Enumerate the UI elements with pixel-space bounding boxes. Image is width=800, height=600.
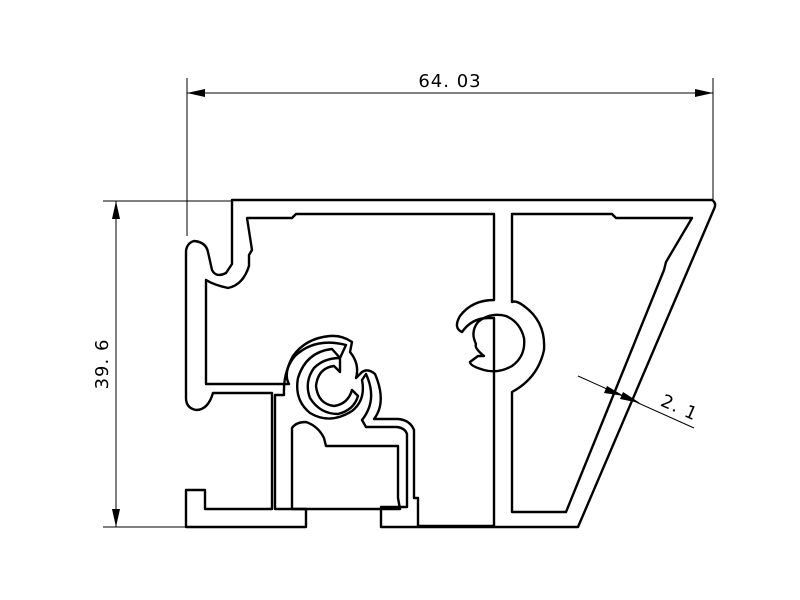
width-arrow-left <box>187 89 205 97</box>
width-arrow-right <box>695 89 713 97</box>
left-upper-cavity <box>204 212 496 528</box>
wall-arrow-inner <box>604 386 624 396</box>
profile-outer-contour <box>184 198 717 529</box>
height-dimension-label: 39. 6 <box>92 339 113 390</box>
wall-arrow-outer <box>620 392 640 403</box>
width-dimension: 64. 03 <box>186 71 714 236</box>
wall-thickness-label: 2. 1 <box>657 391 701 426</box>
height-dimension: 39. 6 <box>92 200 232 528</box>
width-dimension-label: 64. 03 <box>418 71 481 92</box>
bottom-middle-cavity <box>290 420 402 511</box>
height-arrow-top <box>112 201 120 219</box>
height-arrow-bottom <box>112 509 120 527</box>
right-screw-boss <box>468 313 526 373</box>
left-screw-boss <box>306 356 360 416</box>
profile-section <box>184 198 717 529</box>
right-trapezoid-cavity <box>510 212 694 514</box>
